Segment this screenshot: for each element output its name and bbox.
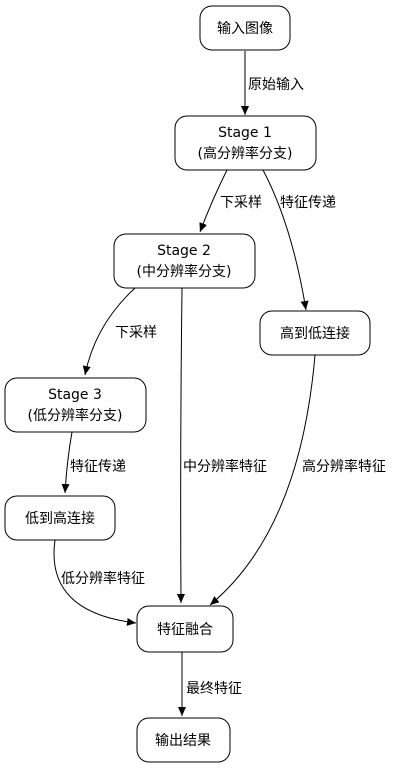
- edge-label-input-stage1: 原始输入: [248, 77, 304, 93]
- edge-label-low-to-high-fusion: 低分辨率特征: [61, 570, 145, 587]
- edge-label-stage1-high-to-low: 特征传递: [280, 195, 336, 211]
- node-low-to-high: 低到高连接: [4, 495, 116, 541]
- node-input-image-label: 输入图像: [217, 21, 273, 37]
- edge-stage2-to-stage3: [82, 287, 136, 376]
- node-stage1-subtitle: (高分辨率分支): [198, 145, 293, 162]
- node-input-image: 输入图像: [199, 5, 291, 51]
- node-low-to-high-label: 低到高连接: [25, 510, 95, 527]
- node-high-to-low-label: 高到低连接: [280, 325, 350, 342]
- edge-label-fusion-output: 最终特征: [186, 681, 242, 697]
- node-output-result-label: 输出结果: [155, 733, 211, 749]
- node-stage2: Stage 2 (中分辨率分支): [113, 233, 256, 289]
- edge-label-stage3-low-to-high: 特征传递: [70, 459, 126, 475]
- edge-label-stage2-stage3: 下采样: [115, 325, 157, 341]
- node-stage3: Stage 3 (低分辨率分支): [4, 377, 147, 433]
- edge-stage1-to-stage2: [199, 169, 228, 233]
- node-stage1: Stage 1 (高分辨率分支): [174, 115, 317, 171]
- edge-low-to-high-to-fusion: [53, 539, 137, 626]
- edge-stage2-to-fusion: [176, 287, 185, 604]
- node-output-result: 输出结果: [136, 717, 231, 763]
- edge-label-stage2-fusion: 中分辨率特征: [183, 458, 267, 475]
- edge-high-to-low-to-fusion: [209, 354, 316, 606]
- node-stage3-title: Stage 3: [48, 387, 102, 403]
- node-stage3-subtitle: (低分辨率分支): [28, 407, 123, 424]
- node-stage1-title: Stage 1: [218, 125, 272, 141]
- node-feature-fusion-label: 特征融合: [157, 622, 213, 638]
- edge-stage1-to-high-to-low: [262, 169, 309, 311]
- edge-label-stage1-stage2: 下采样: [220, 195, 262, 211]
- edge-stage3-to-low-to-high: [61, 431, 73, 494]
- node-stage2-title: Stage 2: [157, 243, 211, 259]
- node-high-to-low: 高到低连接: [259, 310, 371, 356]
- node-stage2-subtitle: (中分辨率分支): [137, 263, 232, 280]
- edge-label-high-to-low-fusion: 高分辨率特征: [302, 458, 386, 475]
- node-feature-fusion: 特征融合: [136, 605, 234, 653]
